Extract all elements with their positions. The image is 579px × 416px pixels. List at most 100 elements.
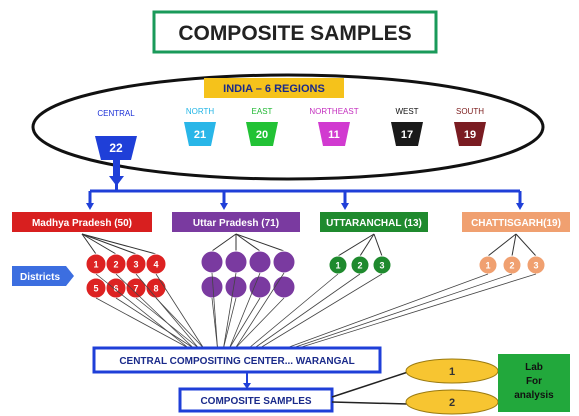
state-3-branch-1 bbox=[337, 233, 375, 257]
regions-ellipse bbox=[31, 73, 545, 181]
region-count-west: 17 bbox=[401, 129, 413, 141]
states-group: Madhya Pradesh (50) 1 2 3 4 5 6 7 8 Uttar Pradesh… bbox=[12, 212, 570, 299]
oval-1-label: 1 bbox=[449, 366, 455, 378]
region-count-north: 21 bbox=[194, 129, 206, 141]
fan-line-2-5 bbox=[211, 297, 218, 349]
regions-group: CENTRAL 22 NORTH 21 EAST 20 NORTHEAST 11 WEST 17 S… bbox=[95, 107, 486, 160]
district-label-3-3: 3 bbox=[379, 261, 384, 271]
central-center-label: CENTRAL COMPOSITING CENTER... WARANGAL bbox=[119, 356, 354, 367]
district-circle-2-8 bbox=[272, 275, 296, 299]
banner: INDIA – 6 REGIONS bbox=[223, 83, 325, 95]
district-circle-2-6 bbox=[224, 275, 248, 299]
bus-drop-head-4 bbox=[516, 203, 524, 210]
state-label-1: Madhya Pradesh (50) bbox=[32, 218, 132, 229]
district-label-4-3: 3 bbox=[533, 261, 538, 271]
analysis-line2: For bbox=[526, 376, 542, 387]
region-name-northeast: NORTHEAST bbox=[309, 107, 358, 116]
fan-line-2-1 bbox=[211, 272, 218, 349]
composite-samples-box bbox=[178, 387, 334, 413]
fan-line-1-8 bbox=[155, 297, 204, 349]
district-label-4-2: 2 bbox=[509, 261, 514, 271]
fan-line-1-5 bbox=[95, 297, 189, 349]
state-label-4: CHATTISGARH(19) bbox=[471, 218, 561, 229]
bus-drop-head-1 bbox=[86, 203, 94, 210]
state-3-branch-2 bbox=[359, 233, 375, 257]
bus-drop-head-3 bbox=[341, 203, 349, 210]
state-4-branch-3 bbox=[515, 233, 537, 257]
title-box bbox=[152, 10, 438, 54]
fan-line-1-1 bbox=[95, 273, 189, 349]
central-stem-head bbox=[109, 176, 124, 186]
fan-line-3-3 bbox=[259, 273, 383, 349]
region-bucket-central bbox=[95, 136, 137, 160]
district-label-1-5: 5 bbox=[93, 284, 98, 294]
central-stem bbox=[113, 160, 120, 180]
district-label-1-1: 1 bbox=[93, 260, 98, 270]
state-1-branch-1 bbox=[81, 233, 97, 255]
fan-line-4-2 bbox=[292, 273, 513, 349]
state-box-3 bbox=[320, 212, 428, 232]
region-bucket-south bbox=[454, 122, 486, 146]
region-name-north: NORTH bbox=[186, 107, 215, 116]
fan-line-1-6 bbox=[115, 297, 194, 349]
region-bucket-east bbox=[246, 122, 278, 146]
fan-line-2-8 bbox=[235, 297, 285, 349]
region-name-west: WEST bbox=[395, 107, 418, 116]
analysis-line1: Lab bbox=[525, 362, 543, 373]
state-1-branch-3 bbox=[81, 233, 137, 255]
fan-line-4-1 bbox=[286, 273, 489, 349]
fan-lines bbox=[95, 272, 537, 349]
fan-line-1-2 bbox=[115, 273, 194, 349]
districts-arrow bbox=[12, 266, 74, 286]
analysis-box bbox=[498, 354, 570, 412]
region-bucket-west bbox=[391, 122, 423, 146]
composite-to-oval-2-line bbox=[331, 401, 409, 405]
bus-drop-head-2 bbox=[220, 203, 228, 210]
analysis-line3: analysis bbox=[514, 390, 554, 401]
district-label-1-6: 6 bbox=[113, 284, 118, 294]
fan-line-2-2 bbox=[223, 272, 237, 349]
state-label-3: UTTARANCHAL (13) bbox=[326, 218, 422, 229]
districts-label: Districts bbox=[20, 272, 60, 283]
district-label-1-4: 4 bbox=[153, 260, 158, 270]
fan-line-1-4 bbox=[155, 273, 204, 349]
title: COMPOSITE SAMPLES bbox=[178, 22, 411, 45]
region-count-east: 20 bbox=[256, 129, 268, 141]
fan-line-1-7 bbox=[135, 297, 199, 349]
state-label-2: Uttar Pradesh (71) bbox=[193, 218, 279, 229]
fan-line-2-3 bbox=[229, 272, 261, 349]
center-to-composite-arrowhead bbox=[243, 383, 251, 389]
region-name-south: SOUTH bbox=[456, 107, 484, 116]
composite-samples-label: COMPOSITE SAMPLES bbox=[200, 396, 311, 407]
fan-line-3-2 bbox=[254, 273, 361, 349]
state-2-branch-4 bbox=[235, 233, 285, 252]
region-count-south: 19 bbox=[464, 129, 476, 141]
region-name-central: CENTRAL bbox=[97, 109, 135, 118]
district-label-1-8: 8 bbox=[153, 284, 158, 294]
district-circle-2-2 bbox=[224, 250, 248, 274]
district-label-1-7: 7 bbox=[133, 284, 138, 294]
fan-line-1-3 bbox=[135, 273, 199, 349]
region-count-central: 22 bbox=[109, 141, 123, 155]
district-label-1-2: 2 bbox=[113, 260, 118, 270]
region-bucket-northeast bbox=[318, 122, 350, 146]
composite-to-oval-1-line bbox=[331, 371, 409, 398]
fan-line-4-3 bbox=[298, 273, 537, 349]
district-circle-2-3 bbox=[248, 250, 272, 274]
state-4-branch-1 bbox=[487, 233, 517, 257]
fan-line-2-4 bbox=[235, 272, 285, 349]
fan-line-3-1 bbox=[248, 273, 339, 349]
state-2-branch-1 bbox=[211, 233, 237, 252]
region-name-east: EAST bbox=[252, 107, 273, 116]
district-label-3-1: 1 bbox=[335, 261, 340, 271]
state-1-branch-2 bbox=[81, 233, 117, 255]
region-count-northeast: 11 bbox=[328, 129, 340, 141]
district-circle-2-1 bbox=[200, 250, 224, 274]
district-label-3-2: 2 bbox=[357, 261, 362, 271]
state-1-branch-4 bbox=[81, 233, 157, 255]
central-center-box bbox=[92, 346, 382, 374]
district-circle-2-5 bbox=[200, 275, 224, 299]
connectors bbox=[86, 160, 524, 210]
state-3-branch-3 bbox=[373, 233, 383, 257]
